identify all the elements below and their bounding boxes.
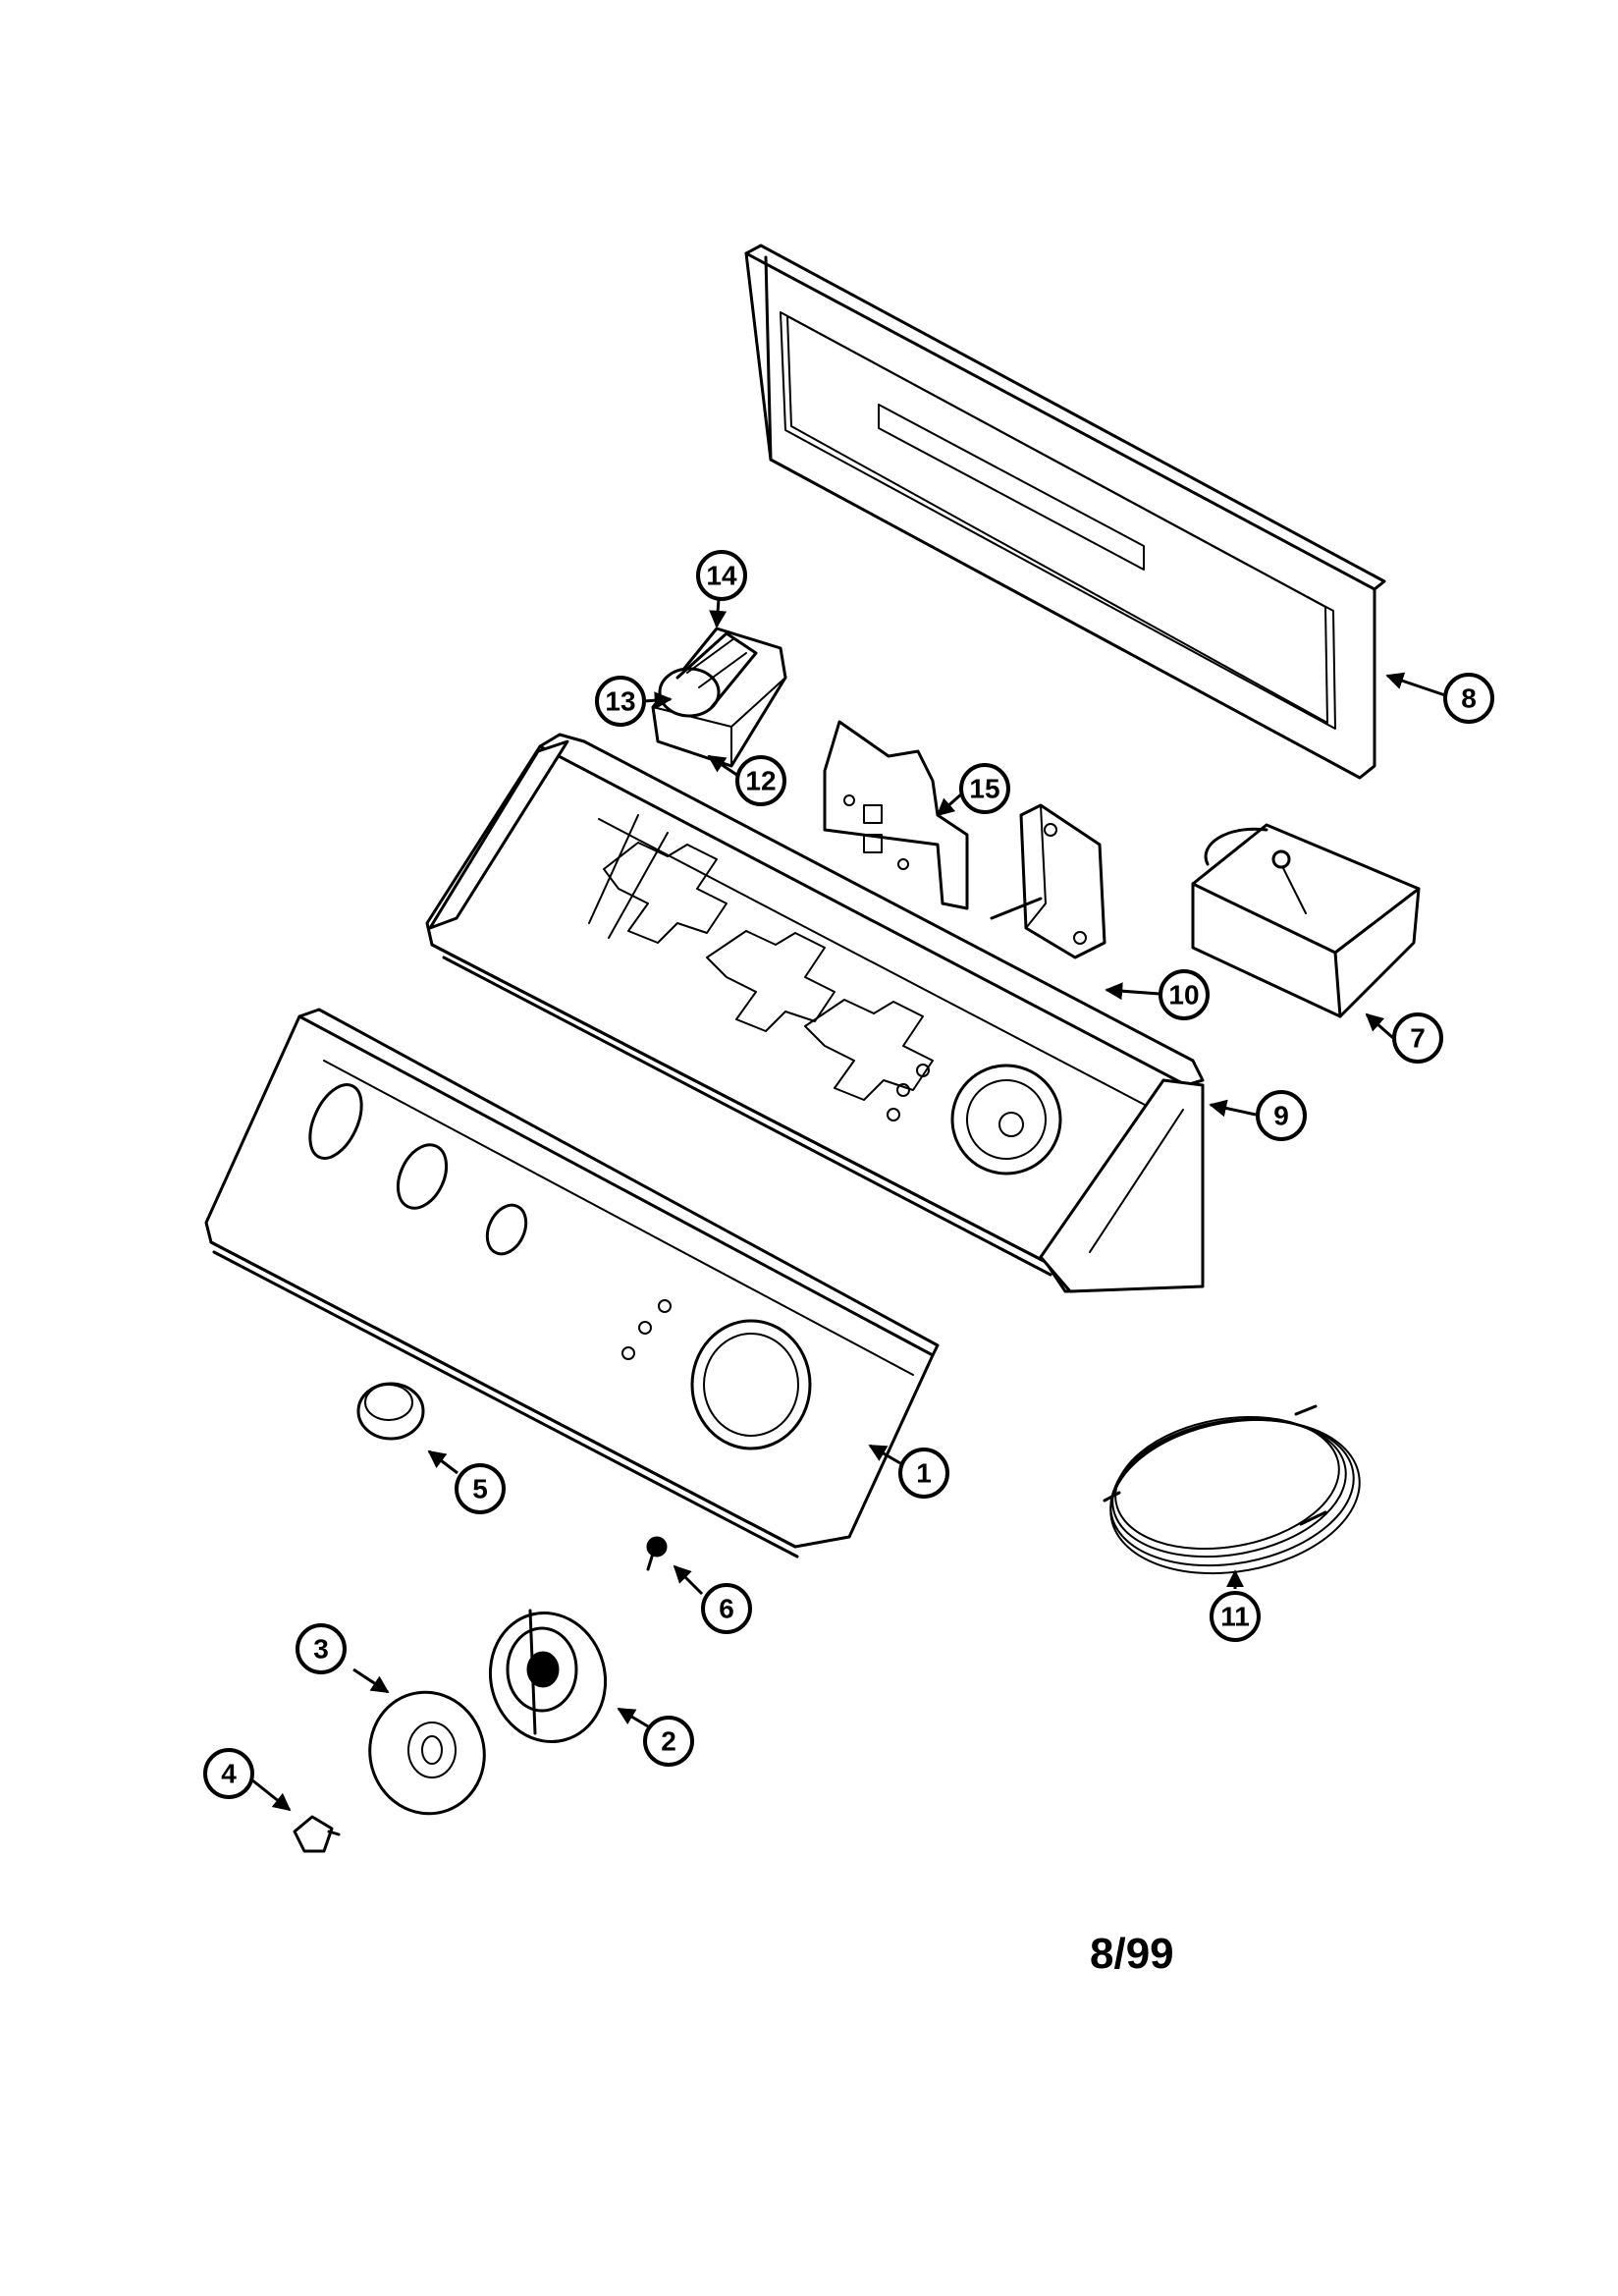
callout-2: 2 xyxy=(643,1716,694,1767)
svg-text:12: 12 xyxy=(745,766,776,796)
part-2-dial xyxy=(488,1609,608,1743)
callout-14: 14 xyxy=(696,550,747,601)
svg-text:13: 13 xyxy=(605,686,635,717)
callout-6: 6 xyxy=(701,1583,752,1634)
svg-text:15: 15 xyxy=(969,774,999,804)
callout-13: 13 xyxy=(595,676,646,727)
svg-text:3: 3 xyxy=(313,1634,329,1665)
svg-text:10: 10 xyxy=(1168,980,1199,1011)
svg-text:11: 11 xyxy=(1220,1602,1250,1632)
callout-11: 11 xyxy=(1210,1591,1261,1642)
part-7-timer xyxy=(1191,823,1421,1018)
svg-text:6: 6 xyxy=(719,1594,734,1624)
callout-4: 4 xyxy=(203,1748,254,1799)
part-8-rear-panel xyxy=(744,244,1386,780)
callout-12: 12 xyxy=(735,755,786,806)
part-4-clip xyxy=(293,1815,341,1853)
callout-9: 9 xyxy=(1256,1090,1307,1141)
callout-5: 5 xyxy=(455,1463,506,1514)
callout-7: 7 xyxy=(1392,1012,1443,1064)
part-11-wire-harness xyxy=(1103,1404,1361,1575)
part-5-button xyxy=(356,1382,425,1441)
svg-text:9: 9 xyxy=(1273,1101,1289,1131)
callout-8: 8 xyxy=(1443,673,1494,724)
part-14-lens xyxy=(686,637,747,688)
svg-text:5: 5 xyxy=(472,1474,488,1504)
svg-text:8: 8 xyxy=(1461,683,1477,714)
part-1-front-panel xyxy=(204,1008,940,1558)
svg-text:14: 14 xyxy=(706,561,737,591)
part-10-switch xyxy=(990,803,1106,959)
part-13-lamp xyxy=(658,631,758,718)
svg-text:7: 7 xyxy=(1410,1023,1426,1054)
part-15-bracket xyxy=(823,720,969,910)
part-6-screw xyxy=(646,1536,668,1571)
part-3-knob-skirt xyxy=(368,1690,486,1816)
svg-text:2: 2 xyxy=(661,1726,676,1757)
callout-10: 10 xyxy=(1159,969,1210,1020)
leader-lines xyxy=(250,598,1446,1812)
svg-text:1: 1 xyxy=(916,1458,932,1489)
date-code: 8/99 xyxy=(1090,1930,1174,1978)
callout-3: 3 xyxy=(296,1623,347,1674)
svg-text:4: 4 xyxy=(221,1759,237,1789)
callout-15: 15 xyxy=(959,763,1010,814)
part-9-control-console xyxy=(425,733,1205,1293)
callout-1: 1 xyxy=(898,1448,949,1499)
